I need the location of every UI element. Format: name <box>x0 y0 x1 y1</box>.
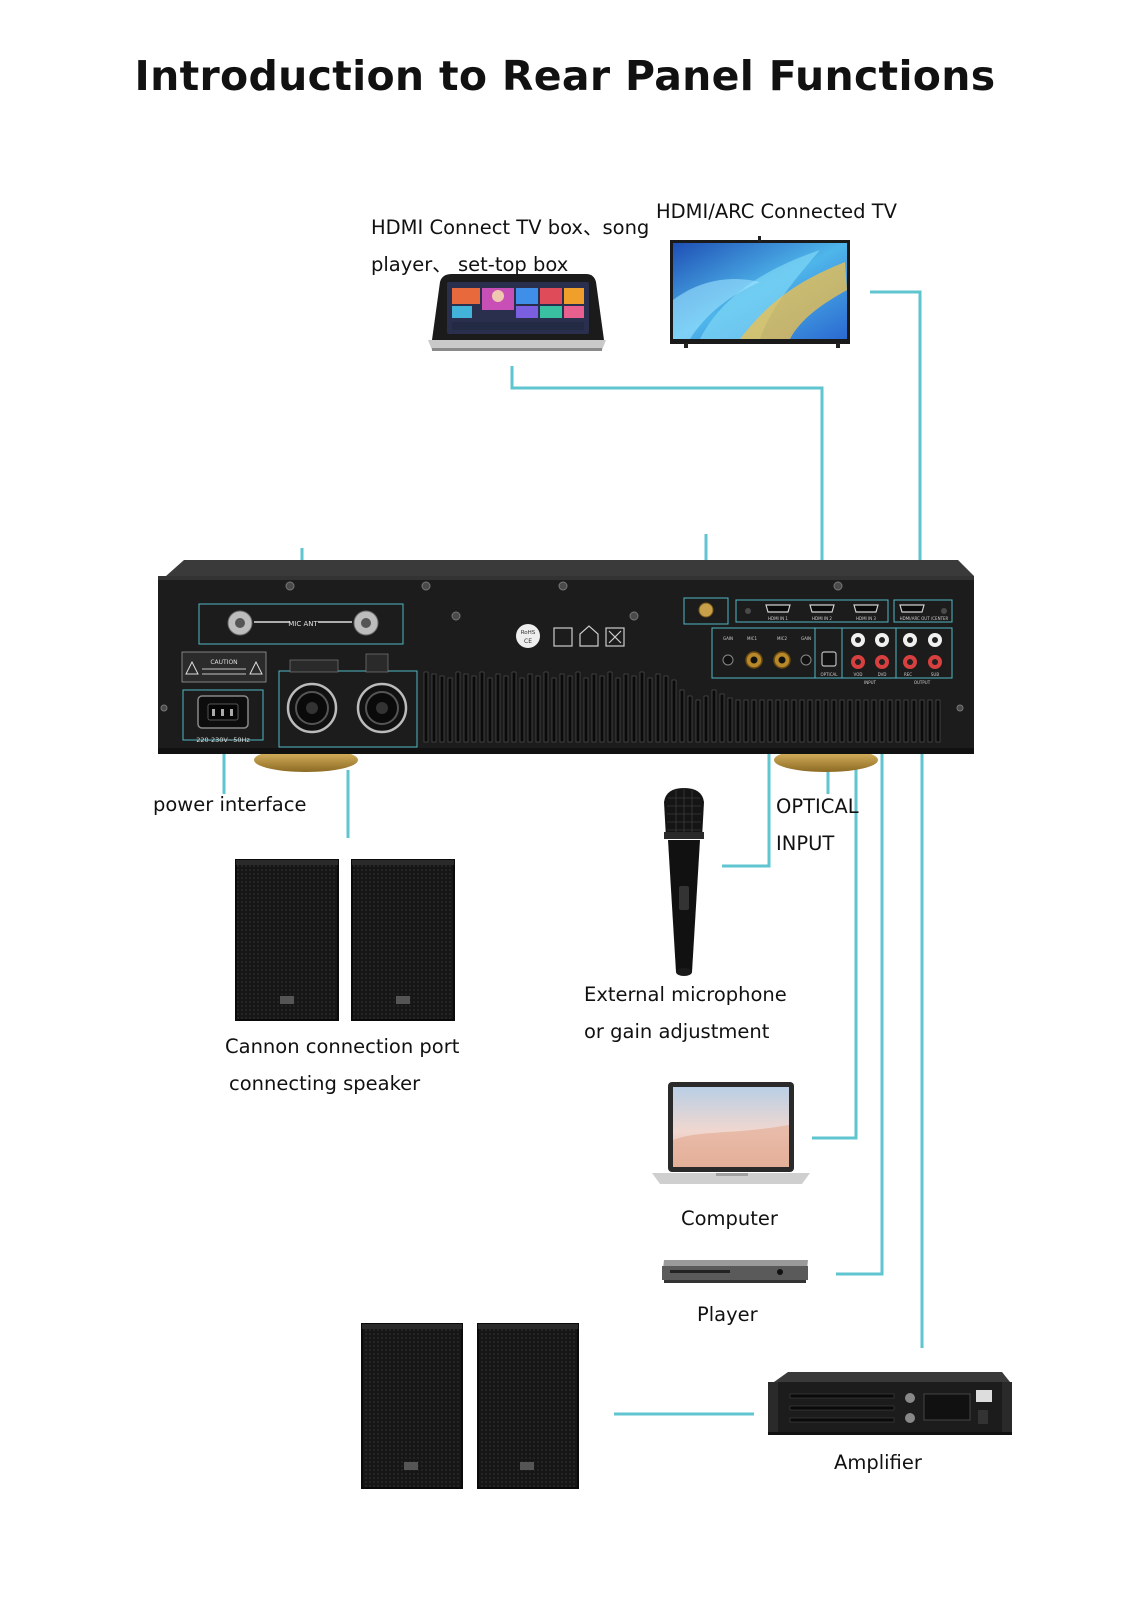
svg-text:RoHS: RoHS <box>521 630 536 636</box>
svg-text:CE: CE <box>524 638 532 645</box>
svg-text:HDMI/ARC OUT /CENTER: HDMI/ARC OUT /CENTER <box>900 616 949 621</box>
svg-text:REC: REC <box>904 672 912 677</box>
svg-text:GAIN: GAIN <box>801 636 811 641</box>
microphone-icon <box>664 788 704 976</box>
certification-marks: RoHS CE <box>516 624 625 648</box>
label-mic-line2: or gain adjustment <box>584 1020 770 1043</box>
svg-text:GAIN: GAIN <box>723 636 733 641</box>
label-optical-line1: OPTICAL <box>776 795 859 818</box>
svg-text:DVD: DVD <box>878 672 887 677</box>
label-mic-line1: External microphone <box>584 983 787 1006</box>
svg-text:HDMI IN 1: HDMI IN 1 <box>768 616 788 621</box>
tablet-icon <box>428 274 606 351</box>
line-hdmi-box <box>510 366 824 594</box>
svg-text:HDMI IN 3: HDMI IN 3 <box>856 616 876 621</box>
label-hdmi-box-line2: player、 set-top box <box>371 253 569 276</box>
line-arc-tv <box>870 290 922 594</box>
caution-marking: CAUTION <box>210 659 237 666</box>
disc-player-icon <box>662 1260 808 1283</box>
rear-panel: MIC ANT CAUTION 220-230V~50Hz RoHS CE <box>158 560 974 772</box>
heat-vents <box>423 671 941 743</box>
svg-text:MIC1: MIC1 <box>747 636 757 641</box>
svg-text:INPUT: INPUT <box>864 680 877 685</box>
page-title: Introduction to Rear Panel Functions <box>134 52 996 100</box>
speaker-icon <box>235 859 455 1021</box>
label-power: power interface <box>153 793 307 816</box>
label-optical-line2: INPUT <box>776 832 835 855</box>
label-cannon-line2: connecting speaker <box>229 1072 421 1095</box>
label-cannon-line1: Cannon connection port <box>225 1035 460 1058</box>
label-player: Player <box>697 1303 758 1326</box>
amplifier-icon <box>768 1372 1012 1435</box>
svg-text:VOD: VOD <box>854 672 863 677</box>
svg-text:OPTICAL: OPTICAL <box>821 672 839 677</box>
label-tv: HDMI/ARC Connected TV <box>656 200 898 223</box>
svg-text:OUTPUT: OUTPUT <box>914 680 931 685</box>
label-amplifier: Amplifier <box>834 1451 922 1474</box>
tv-icon <box>670 236 850 348</box>
label-hdmi-box-line1: HDMI Connect TV box、song <box>371 216 650 239</box>
svg-text:HDMI IN 2: HDMI IN 2 <box>812 616 832 621</box>
voltage-marking: 220-230V~50Hz <box>196 736 250 744</box>
laptop-icon <box>652 1082 810 1184</box>
label-computer: Computer <box>681 1207 778 1230</box>
line-computer <box>812 676 858 1140</box>
mic-ant-marking: MIC ANT <box>288 620 318 628</box>
line-player <box>836 676 884 1276</box>
svg-text:MIC2: MIC2 <box>777 636 787 641</box>
speaker-icon <box>361 1323 579 1489</box>
svg-text:SUB: SUB <box>931 672 939 677</box>
